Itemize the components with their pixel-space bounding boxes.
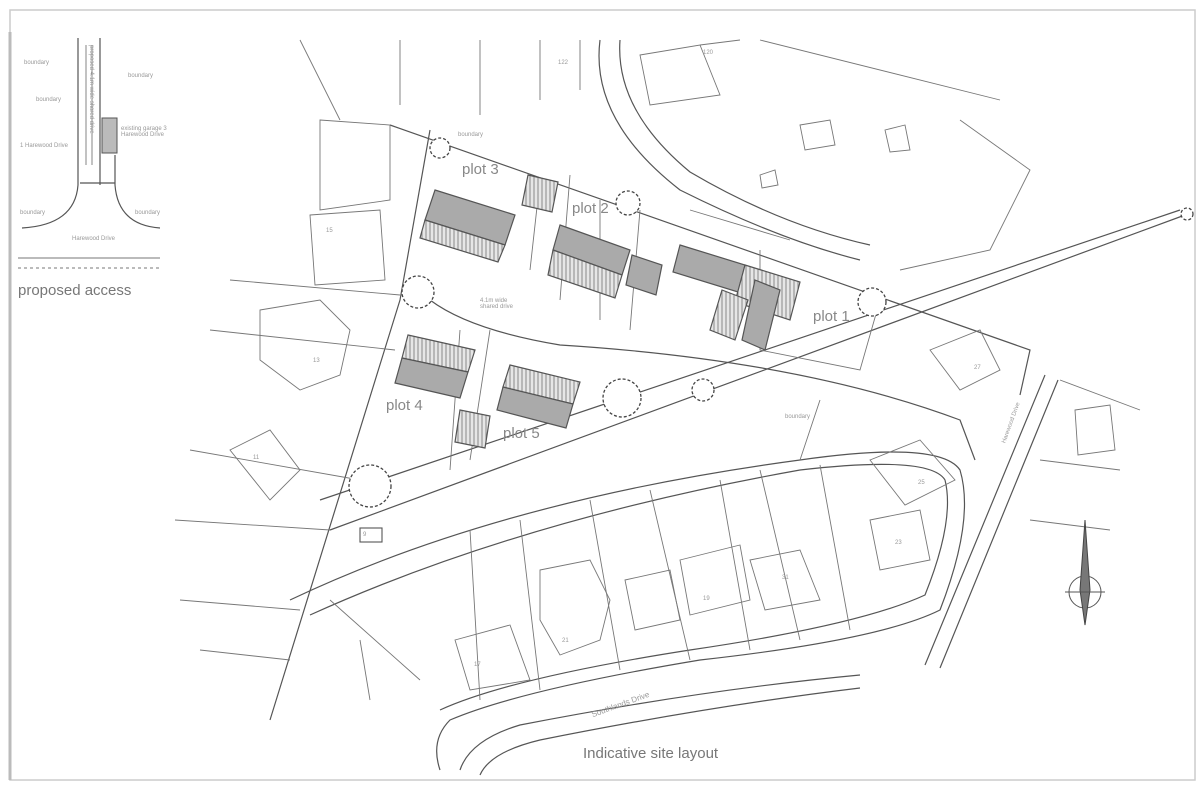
inset-label-road: Harewood Drive (72, 236, 116, 242)
house-number: 23 (895, 540, 902, 546)
north-arrow-icon (1065, 519, 1105, 626)
house-number: 122 (558, 60, 569, 66)
house-number: 120 (703, 50, 714, 56)
inset-label-boundary: boundary (24, 60, 50, 66)
house-number: 25 (918, 480, 925, 486)
roads (269, 39, 1186, 776)
inset-title: proposed access (18, 282, 132, 299)
house-number: 21 (562, 638, 569, 644)
house-number: 19 (703, 596, 710, 602)
plot-label-3: plot 3 (462, 161, 499, 178)
inset-label-boundary: boundary (128, 73, 154, 79)
plot-label-2: plot 2 (572, 200, 609, 217)
shared-drive-label: 4.1m wide shared drive (480, 298, 514, 310)
house-number: 15 (326, 228, 333, 234)
inset-label-house: 1 Harewood Drive (20, 143, 69, 149)
drawing-title: Indicative site layout (583, 745, 719, 762)
inset-label-boundary: boundary (20, 210, 46, 216)
inset-label-drive: proposed 4.1m wide shared drive (88, 45, 94, 134)
house-number: 27 (974, 365, 981, 371)
inset-label-boundary: boundary (36, 97, 62, 103)
plot-label-4: plot 4 (386, 397, 423, 414)
house-number: 11 (253, 455, 260, 461)
boundary-label: boundary (785, 414, 811, 420)
proposed-buildings (394, 174, 801, 449)
trees (348, 137, 1194, 508)
inset-label-boundary: boundary (135, 210, 161, 216)
property-boundaries (174, 39, 1141, 701)
boundary-label: boundary (458, 132, 484, 138)
house-number: 31 (782, 575, 789, 581)
plot-label-1: plot 1 (813, 308, 850, 325)
house-number: 17 (474, 662, 481, 668)
plot-label-5: plot 5 (503, 425, 540, 442)
house-number: 13 (313, 358, 320, 364)
inset-label-garage: existing garage 3 Harewood Drive (121, 126, 167, 138)
house-number: 9 (363, 532, 367, 538)
inset-access-drawing (18, 38, 161, 269)
